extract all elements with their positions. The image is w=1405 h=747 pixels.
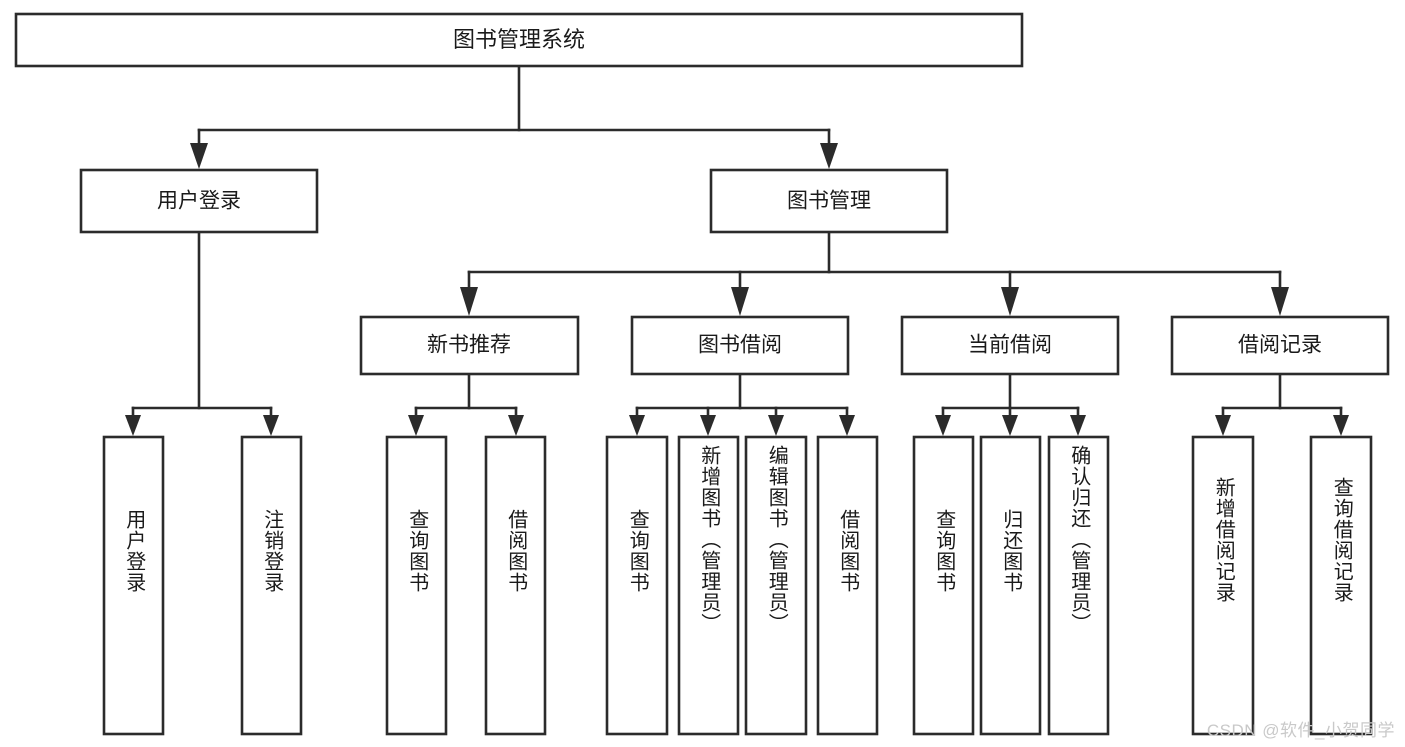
node-borrow-record-box[interactable] (1170, 315, 1390, 376)
leaf-box-return-book[interactable] (979, 435, 1042, 736)
arrow-head-leaf-user-login (125, 415, 141, 436)
leaf-box-logout[interactable] (240, 435, 303, 736)
leaf-box-query-book-3[interactable] (912, 435, 975, 736)
leaf-box-query-book-2[interactable] (605, 435, 669, 736)
arrow-head-leaf-borrow-book-2 (839, 415, 855, 436)
leaf-box-add-record[interactable] (1191, 435, 1255, 736)
node-root-box[interactable] (14, 12, 1024, 68)
arrow-head-leaf-edit-book (768, 415, 784, 436)
node-user-login[interactable]: 用户登录 (79, 168, 319, 234)
node-current-borrow-box[interactable] (900, 315, 1120, 376)
leaf-box-borrow-book-1[interactable] (484, 435, 547, 736)
node-book-borrow[interactable]: 图书借阅 (630, 315, 850, 376)
node-borrow-record[interactable]: 借阅记录 (1170, 315, 1390, 376)
arrow-head-leaf-add-record (1215, 415, 1231, 436)
leaf-box-add-book[interactable] (677, 435, 740, 736)
node-user-login-label: 用户登录 (157, 190, 241, 213)
arrow-head-leaf-borrow-book-1 (508, 415, 524, 436)
node-user-login-box[interactable] (79, 168, 319, 234)
node-book-manage-label: 图书管理 (787, 190, 871, 213)
arrow-head-current-borrow (1001, 287, 1019, 316)
arrow-head-leaf-query-book-1 (408, 415, 424, 436)
node-new-book-recommend[interactable]: 新书推荐 (359, 315, 580, 376)
node-book-manage[interactable]: 图书管理 (709, 168, 949, 234)
arrow-head-borrow-record (1271, 287, 1289, 316)
node-borrow-record-label: 借阅记录 (1238, 334, 1322, 357)
leaf-box-edit-book[interactable] (744, 435, 808, 736)
connector-layer (125, 64, 1349, 436)
leaf-box-layer (102, 435, 1373, 736)
node-book-borrow-box[interactable] (630, 315, 850, 376)
arrow-head-new-book-rec (460, 287, 478, 316)
node-new-book-recommend-box[interactable] (359, 315, 580, 376)
leaf-box-query-record[interactable] (1309, 435, 1373, 736)
arrow-head-leaf-confirm-return (1070, 415, 1086, 436)
arrow-head-leaf-query-record (1333, 415, 1349, 436)
node-book-borrow-label: 图书借阅 (698, 334, 782, 357)
node-current-borrow-label: 当前借阅 (968, 334, 1052, 357)
leaf-box-user-login[interactable] (102, 435, 165, 736)
arrow-head-leaf-query-book-3 (935, 415, 951, 436)
node-root-label: 图书管理系统 (453, 27, 585, 52)
node-current-borrow[interactable]: 当前借阅 (900, 315, 1120, 376)
arrow-head-leaf-query-book-2 (629, 415, 645, 436)
arrow-head-leaf-return-book (1002, 415, 1018, 436)
node-new-book-recommend-label: 新书推荐 (427, 334, 511, 357)
node-book-manage-box[interactable] (709, 168, 949, 234)
leaf-box-query-book-1[interactable] (385, 435, 448, 736)
leaf-box-confirm-return[interactable] (1047, 435, 1110, 736)
arrow-head-leaf-add-book (700, 415, 716, 436)
arrow-head-book-manage (820, 143, 838, 169)
arrow-head-book-borrow (731, 287, 749, 316)
node-root[interactable]: 图书管理系统 (14, 12, 1024, 68)
arrow-head-user-login (190, 143, 208, 169)
arrow-head-leaf-logout (263, 415, 279, 436)
leaf-box-borrow-book-2[interactable] (816, 435, 879, 736)
